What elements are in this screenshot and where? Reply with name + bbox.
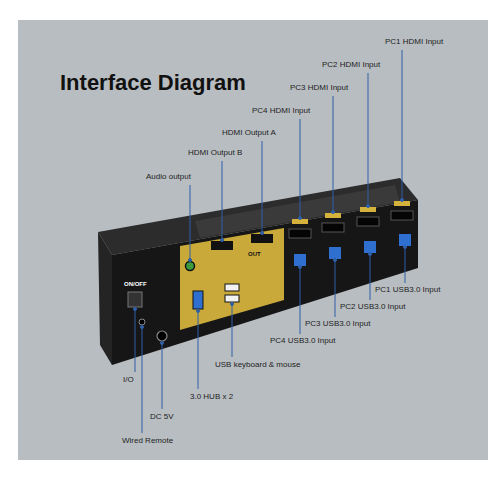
remote-jack xyxy=(139,319,145,325)
port-callout: Audio output xyxy=(146,172,191,182)
background-panel xyxy=(18,20,488,460)
port-callout: PC3 HDMI Input xyxy=(290,83,348,93)
device-marking: OUT xyxy=(248,250,261,258)
port-callout: PC2 HDMI Input xyxy=(322,60,380,70)
usb-port xyxy=(225,295,239,302)
usb-port xyxy=(193,291,203,309)
port-callout: Wired Remote xyxy=(122,436,173,446)
port-callout: PC3 USB3.0 Input xyxy=(305,319,370,329)
port-callout: HDMI Output A xyxy=(222,128,276,138)
diagram-title: Interface Diagram xyxy=(60,70,246,96)
port-callout: USB keyboard & mouse xyxy=(215,360,300,370)
port-callout: I/O xyxy=(123,375,134,385)
port-callout: PC1 HDMI Input xyxy=(385,37,443,47)
port-callout: PC4 USB3.0 Input xyxy=(270,336,335,346)
hdmi-port xyxy=(251,234,273,243)
port-callout: PC2 USB3.0 Input xyxy=(340,302,405,312)
port-callout: PC4 HDMI Input xyxy=(252,106,310,116)
pc-ports xyxy=(289,201,413,266)
port-callout: HDMI Output B xyxy=(188,148,242,158)
hdmi-port xyxy=(211,241,233,250)
port-callout: DC 5V xyxy=(150,412,174,422)
leader-lines xyxy=(134,50,407,433)
device-front xyxy=(112,200,418,365)
audio-jack xyxy=(186,262,195,271)
dc-jack xyxy=(157,331,167,341)
usb-port xyxy=(225,284,239,291)
device-marking: ON/OFF xyxy=(124,280,147,288)
power-switch xyxy=(128,292,142,307)
device-side xyxy=(98,232,112,365)
port-callout: PC1 USB3.0 Input xyxy=(375,285,440,295)
port-callout: 3.0 HUB x 2 xyxy=(190,392,233,402)
